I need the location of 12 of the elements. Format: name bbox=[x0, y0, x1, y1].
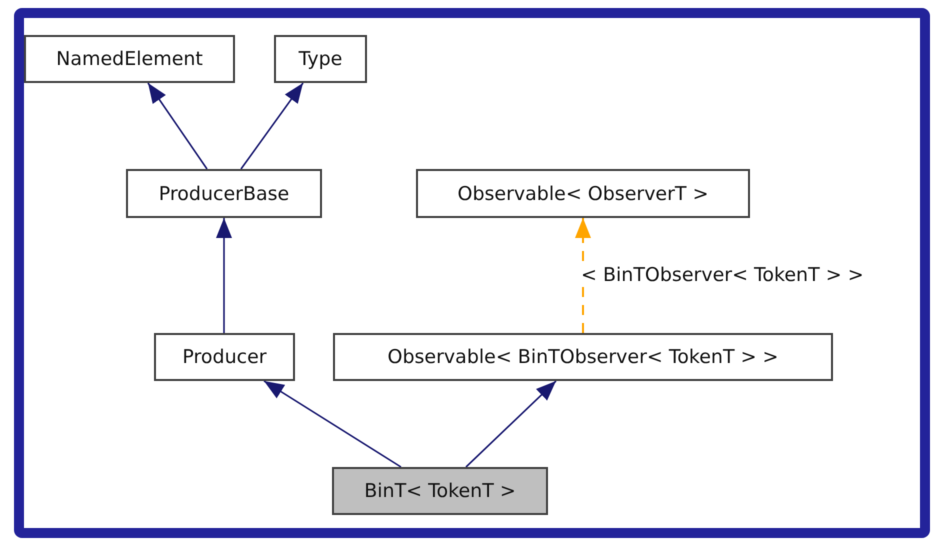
arrow bbox=[240, 82, 304, 170]
class-box: BinT< TokenT > bbox=[332, 467, 548, 515]
class-box: Producer bbox=[154, 333, 295, 381]
class-box: Observable< BinTObserver< TokenT > > bbox=[333, 333, 833, 381]
arrow bbox=[264, 380, 402, 468]
class-box: Observable< ObserverT > bbox=[416, 169, 750, 218]
class-box: NamedElement bbox=[24, 35, 235, 83]
arrow bbox=[216, 218, 232, 333]
arrow bbox=[147, 82, 208, 170]
class-box: Type bbox=[274, 35, 367, 83]
class-box: ProducerBase bbox=[126, 169, 322, 218]
arrow bbox=[465, 380, 557, 468]
